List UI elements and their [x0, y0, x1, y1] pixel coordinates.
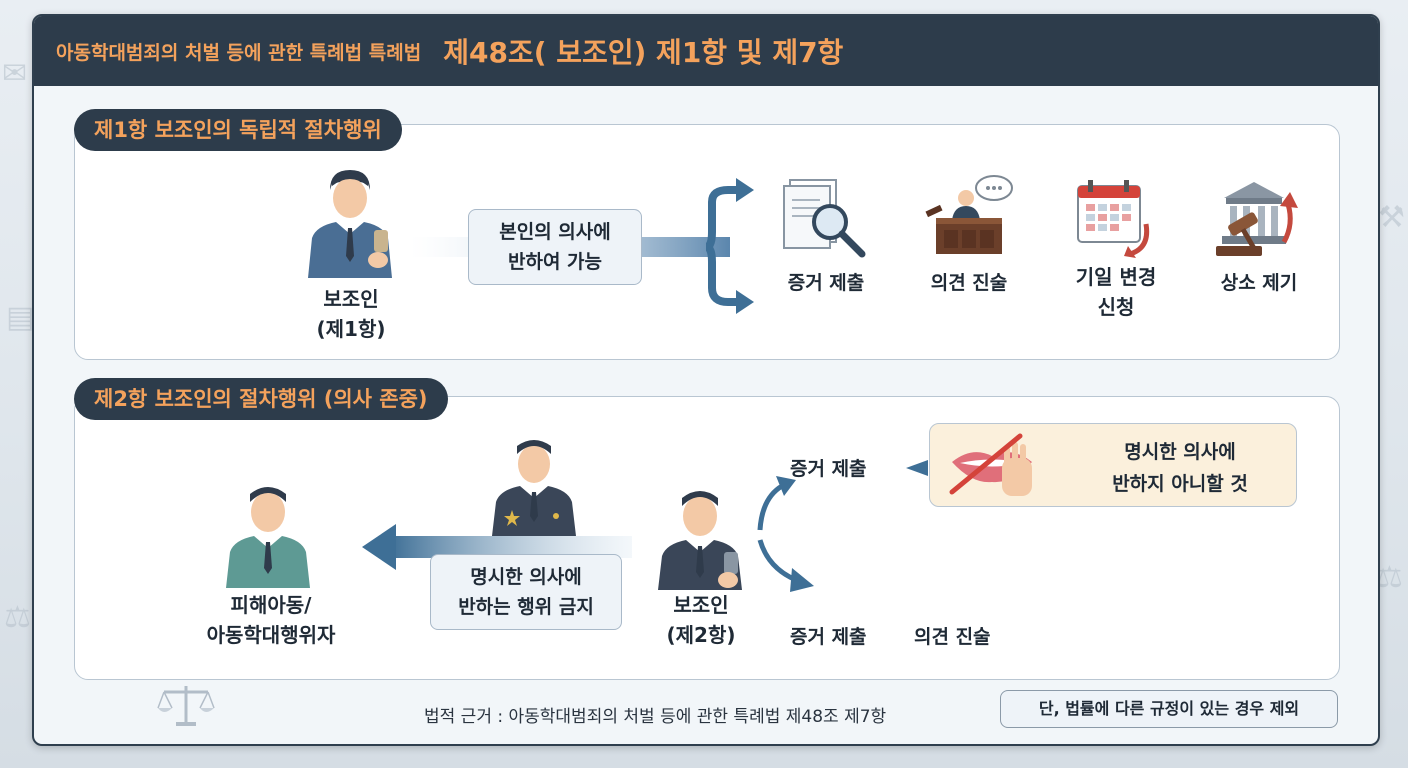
scales-icon	[157, 686, 215, 726]
assistant-person-icon	[308, 170, 392, 278]
assistant-label: 보조인 (제1항)	[316, 287, 386, 341]
title-bar: 아동학대범죄의 처벌 등에 관한 특례법 특례법 제48조( 보조인) 제1항 …	[34, 16, 1378, 86]
branch-arrows	[705, 178, 754, 314]
prohibition-arrow	[362, 524, 632, 570]
law-name: 아동학대범죄의 처벌 등에 관한 특례법 특례법	[56, 41, 422, 64]
legal-basis: 법적 근거 : 아동학대범죄의 처벌 등에 관한 특례법 제48조 제7항	[424, 707, 887, 727]
courthouse-gavel-icon	[1216, 182, 1298, 256]
section2-title: 제2항 보조인의 절차행위 (의사 존중)	[74, 378, 448, 420]
assistant2-label: 보조인 (제2항)	[666, 593, 736, 647]
victim-person-icon	[226, 487, 310, 588]
exception-note: 단, 법률에 다른 규정이 있는 경우 제외	[1000, 690, 1338, 728]
section1-title: 제1항 보조인의 독립적 절차행위	[74, 109, 402, 151]
assistant2-branch-arrows	[757, 476, 814, 592]
assistant2-person-icon	[658, 491, 742, 590]
warning-box: 명시한 의사에 반하지 아니할 것	[929, 423, 1297, 507]
document-magnifier-icon	[783, 179, 866, 258]
lower-act-evidence-label: 증거 제출	[790, 626, 867, 648]
prohibition-box: 명시한 의사에 반하는 행위 금지	[430, 554, 622, 630]
act-appeal-label: 상소 제기	[1220, 272, 1298, 294]
victim-label: 피해아동/ 아동학대행위자	[206, 593, 336, 647]
background-gavel-icon: ⚒	[1378, 200, 1405, 235]
background-scale-icon-right: ⚖	[1376, 560, 1403, 595]
lower-act-opinion-label: 의견 진술	[914, 626, 991, 648]
calendar-icon	[1077, 180, 1150, 258]
background-scale-icon: ⚖	[4, 600, 31, 635]
speaker-podium-icon	[925, 175, 1013, 254]
infographic-frame: 아동학대범죄의 처벌 등에 관한 특례법 특례법 제48조( 보조인) 제1항 …	[32, 14, 1380, 746]
background-document-icon: ▤	[6, 300, 35, 335]
condition-box: 본인의 의사에 반하여 가능	[468, 209, 642, 285]
warning-text: 명시한 의사에 반하지 아니할 것	[1112, 441, 1248, 495]
pointer-left-icon	[906, 460, 928, 476]
no-speaking-icon	[949, 433, 1032, 496]
act-date-change-label: 기일 변경 신청	[1075, 265, 1157, 319]
act-opinion-label: 의견 진술	[930, 272, 1008, 294]
background-paper-icon: ✉	[2, 56, 28, 91]
act-evidence-label: 증거 제출	[787, 272, 865, 294]
officer-person-icon	[492, 440, 576, 536]
article-title: 제48조( 보조인) 제1항 및 제7항	[443, 36, 844, 69]
upper-act-label: 증거 제출	[790, 458, 867, 480]
